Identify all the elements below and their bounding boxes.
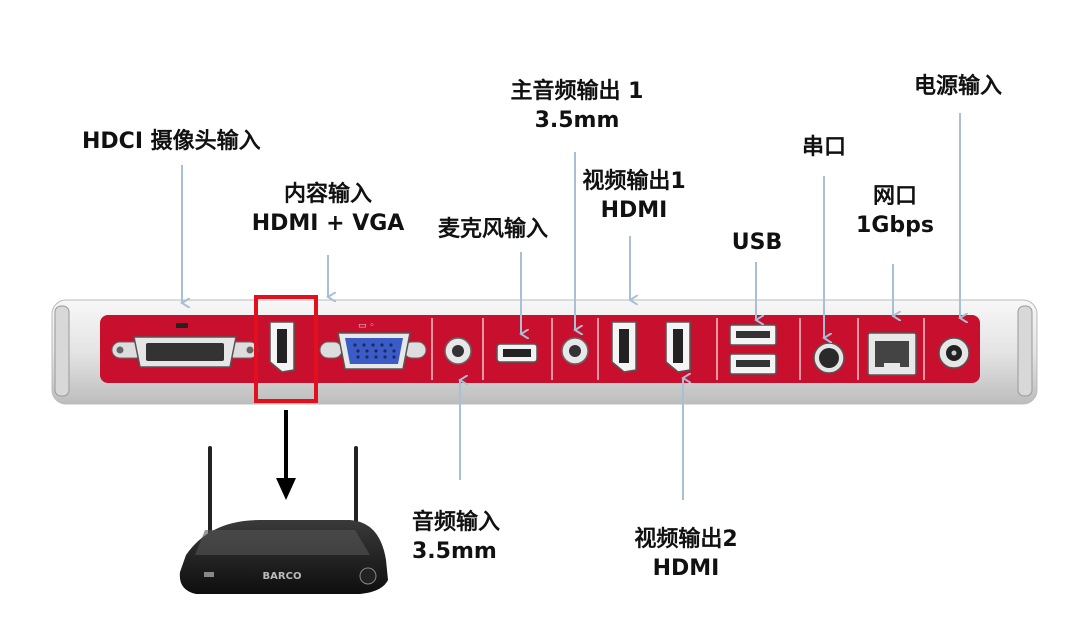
label-hdci-camera: HDCI 摄像头输入 (82, 129, 261, 154)
device-logo: BARCO (263, 571, 302, 582)
label-mic-input: 麦克风输入 (438, 217, 549, 242)
wireless-media-box: BARCO (179, 446, 388, 594)
label-usb: USB (731, 230, 783, 255)
svg-text:▭ ◦: ▭ ◦ (358, 321, 375, 331)
label-audio-input: 音频输入 3.5mm (412, 510, 501, 564)
callout-arrows (182, 113, 960, 500)
label-content-input: 内容输入 HDMI + VGA (251, 182, 405, 236)
ethernet-port (867, 332, 917, 376)
usb-ports (729, 324, 777, 375)
label-main-audio-out: 主音频输出 1 3.5mm (510, 79, 644, 133)
label-serial: 串口 (801, 135, 846, 160)
hdci-port (111, 323, 259, 368)
power-port (938, 337, 970, 369)
hdmi-input-port (269, 321, 295, 373)
audio-output-jack (561, 337, 589, 365)
mic-input-port (496, 343, 538, 363)
hdmi-output-1-port (611, 321, 637, 373)
highlight-box (254, 295, 318, 403)
vga-port: ▭ ◦ (319, 321, 427, 370)
audio-input-jack (444, 337, 472, 365)
label-power: 电源输入 (913, 74, 1002, 99)
hdmi-output-2-port (665, 321, 691, 373)
connection-arrow (276, 410, 296, 500)
serial-port (813, 342, 845, 374)
label-video-out-1: 视频输出1 HDMI (582, 169, 686, 223)
label-video-out-2: 视频输出2 HDMI (634, 527, 738, 581)
label-network: 网口 1Gbps (856, 184, 934, 238)
